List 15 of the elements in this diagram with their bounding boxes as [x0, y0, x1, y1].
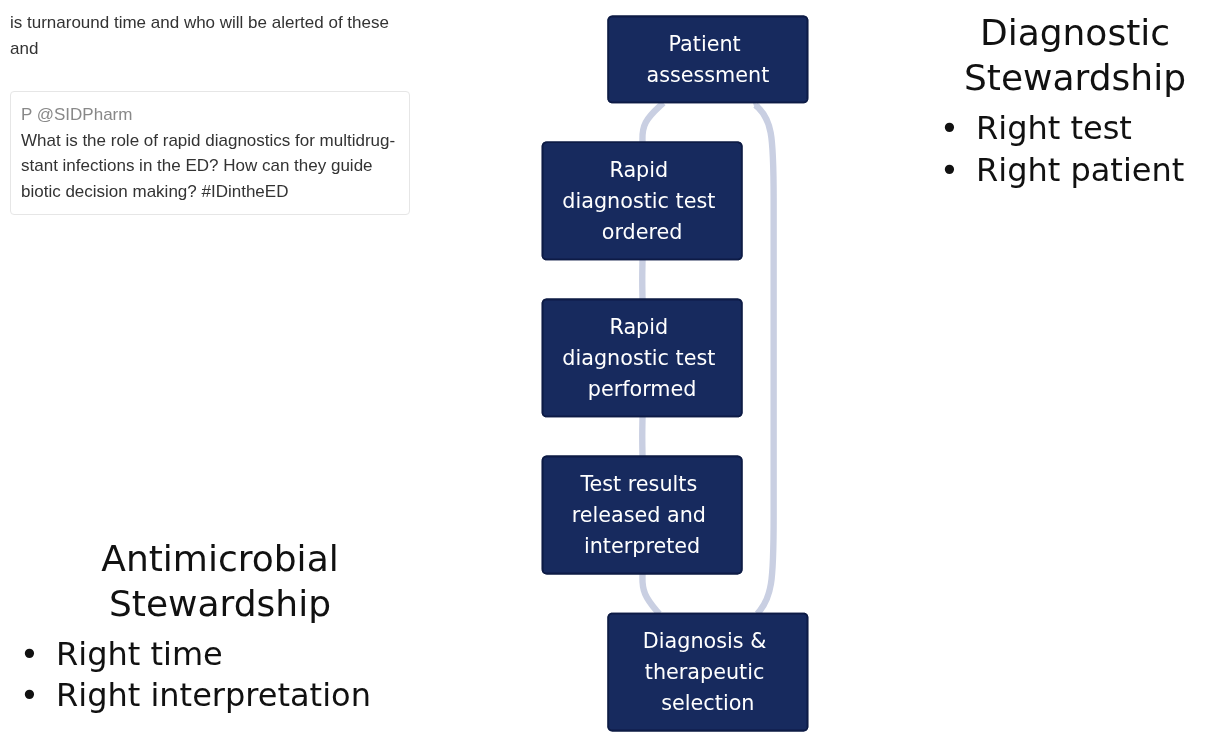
bullet-item: Right test — [976, 109, 1132, 147]
bullet-item: Right interpretation — [56, 676, 371, 715]
bullet-marker: • — [20, 675, 40, 717]
post-text: What is the role of rapid diagnostics for multidrug- stant infections in the ED? How can they guide biotic decision making? #IDintheED — [21, 129, 397, 203]
heading-text: Antimicrobial Stewardship — [100, 536, 340, 626]
heading-text: Diagnostic Stewardship — [962, 11, 1188, 100]
bullet-item: Right patient — [976, 150, 1185, 189]
bullet-marker: • — [20, 633, 40, 675]
connector — [639, 259, 646, 300]
connector — [639, 416, 646, 457]
bullet-item: Right time — [56, 634, 223, 673]
bullet-marker: • — [940, 108, 960, 149]
bullet-marker: • — [940, 149, 960, 191]
post-author: P @SIDPharm — [21, 104, 134, 126]
post-text: is turnaround time and who will be alerted of these and — [10, 12, 390, 60]
